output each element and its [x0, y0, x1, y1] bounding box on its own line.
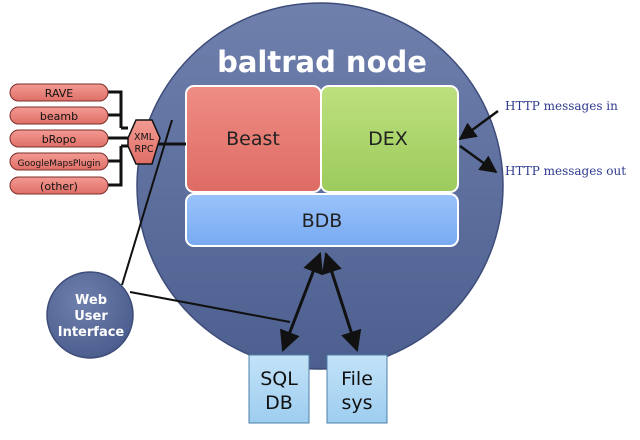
web-ui-line3: Interface	[58, 325, 125, 340]
dex-label: DEX	[368, 128, 408, 150]
file-sys-line1: File	[341, 368, 373, 390]
plugin-pill	[9, 83, 109, 102]
plugin-pill	[9, 129, 109, 148]
plugin-label-beamb: beamb	[40, 110, 78, 123]
sql-db-line1: SQL	[260, 368, 298, 390]
plugin-list: RAVE beamb bRopo GoogleMapsPlugin (other…	[9, 83, 109, 195]
plugin-connectors	[108, 90, 186, 187]
http-out-label: HTTP messages out	[505, 164, 626, 178]
file-sys-box	[326, 354, 388, 424]
plugin-label-other: (other)	[40, 180, 78, 193]
bdb-label: BDB	[302, 210, 343, 232]
sql-db-box	[248, 354, 310, 424]
xmlrpc-label-line1: XML	[134, 132, 155, 143]
xmlrpc-label-line2: RPC	[135, 144, 154, 155]
plugin-label-bropo: bRopo	[42, 133, 77, 146]
node-title: baltrad node	[217, 45, 427, 79]
plugin-label-rave: RAVE	[45, 87, 74, 100]
web-ui-connectors	[121, 119, 291, 323]
web-ui-line2: User	[74, 309, 108, 324]
beast-label: Beast	[226, 128, 280, 150]
plugin-label-googlemaps: GoogleMapsPlugin	[18, 159, 101, 169]
sql-db-line2: DB	[265, 392, 293, 414]
plugin-pill	[9, 176, 109, 195]
http-arrows	[458, 109, 499, 174]
plugin-pill	[9, 152, 109, 171]
bdb-module	[185, 193, 459, 247]
dex-module	[320, 85, 459, 193]
http-in-label: HTTP messages in	[505, 99, 618, 113]
web-ui-line1: Web	[75, 293, 107, 308]
file-sys-line2: sys	[341, 392, 372, 414]
plugin-pill	[9, 106, 109, 125]
storage-arrows	[279, 252, 362, 352]
xmlrpc-hexagon	[127, 119, 161, 165]
web-ui-circle	[46, 271, 134, 359]
